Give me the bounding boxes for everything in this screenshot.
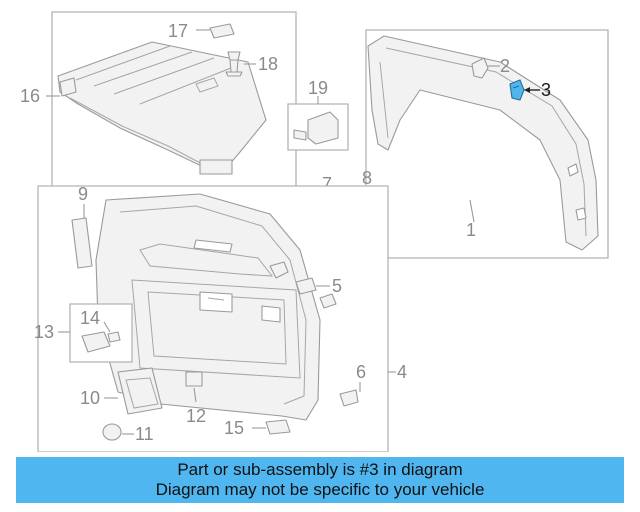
callout-14: 14 (80, 308, 100, 328)
part-19-group: 19 (287, 78, 349, 151)
callout-12: 12 (186, 406, 206, 426)
callout-6: 6 (356, 362, 366, 382)
liner-group: 2 3 1 (365, 29, 609, 259)
callout-3: 3 (541, 80, 551, 100)
callout-10: 10 (80, 388, 100, 408)
part-15-clip (265, 419, 291, 435)
cargo-cover-group: 17 18 16 (20, 11, 297, 199)
callout-11: 11 (135, 424, 154, 444)
part-12-pad (185, 371, 203, 387)
callout-18: 18 (258, 54, 278, 74)
callout-4: 4 (397, 362, 407, 382)
callout-15: 15 (224, 418, 244, 438)
banner-line-2: Diagram may not be specific to your vehi… (155, 480, 485, 499)
part-3-clip (509, 79, 525, 101)
callout-17: 17 (168, 21, 188, 41)
callout-5: 5 (332, 276, 342, 296)
part-14-lamp (81, 331, 121, 353)
parts-diagram: 17 18 16 19 2 3 1 (20, 11, 609, 452)
info-banner: Part or sub-assembly is #3 in diagram Di… (16, 457, 624, 503)
part-11-cap (102, 423, 122, 441)
callout-7: 7 (322, 174, 332, 194)
part-10-cover (117, 367, 163, 415)
liner-trim (367, 35, 599, 251)
callout-16: 16 (20, 86, 40, 106)
callout-8: 8 (362, 168, 372, 188)
callout-2: 2 (500, 56, 510, 76)
tailgate-group: 9 5 6 4 14 13 10 (34, 184, 407, 452)
part-5-clips (269, 261, 337, 309)
callout-1: 1 (466, 220, 476, 240)
part-2-clip (471, 57, 489, 79)
banner-line-1: Part or sub-assembly is #3 in diagram (177, 460, 463, 479)
callout-13: 13 (34, 322, 54, 342)
part-6-clip (339, 389, 359, 407)
part-17-cap (209, 23, 235, 39)
callout-9: 9 (78, 184, 88, 204)
callout-19: 19 (308, 78, 328, 98)
part-9-cover (71, 217, 93, 269)
part-18-screw (225, 51, 243, 77)
